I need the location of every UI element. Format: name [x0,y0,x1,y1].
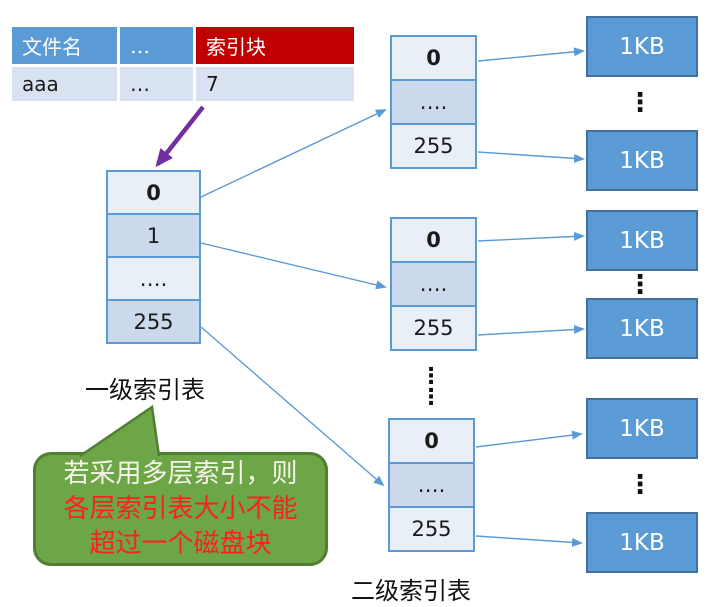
file-table-cell-dots: … [120,67,193,101]
callout-note: 若采用多层索引，则 各层索引表大小不能 超过一个磁盘块 [33,452,328,566]
arrow-table3-0-to-block5 [475,430,583,448]
disk-block-1kb-5: 1KB [586,398,698,459]
level1-cell-dots: …. [108,256,199,299]
level2-table-label: 二级索引表 [351,577,471,605]
level1-cell-0: 0 [108,172,199,213]
disk-block-1kb-3: 1KB [586,210,698,271]
file-table-header-filename: 文件名 [12,27,117,64]
vertical-ellipsis-tables: ⋮ ⋮ [420,364,442,410]
vertical-ellipsis-blocks-2: ⋮ [627,270,653,300]
level2-t1-cell-0: 0 [392,37,475,79]
level2-t1-cell-dots: …. [392,79,475,123]
level2-index-table-2: 0 …. 255 [390,217,477,351]
level2-index-table-3: 0 …. 255 [388,418,475,552]
level1-table-label: 一级索引表 [85,376,205,404]
level2-t2-cell-dots: …. [392,261,475,305]
level2-t3-cell-dots: …. [390,462,473,506]
disk-block-1kb-1: 1KB [586,16,698,77]
level2-index-table-1: 0 …. 255 [390,35,477,169]
level2-t2-cell-0: 0 [392,219,475,261]
disk-block-1kb-4: 1KB [586,298,698,359]
file-directory-table: 文件名 … 索引块 aaa … 7 [12,27,354,101]
level1-cell-1: 1 [108,213,199,256]
arrow-table1-255-to-block2 [477,151,585,163]
arrow-level1-0-to-table1 [200,109,387,198]
level2-t3-cell-0: 0 [390,420,473,462]
level2-t2-cell-255: 255 [392,305,475,349]
callout-line-3: 超过一个磁盘块 [89,528,272,559]
file-table-cell-filename: aaa [12,67,117,101]
callout-tail [79,404,161,458]
file-table-header-dots: … [120,27,193,64]
vertical-ellipsis-blocks-1: ⋮ [627,88,653,118]
arrow-table3-255-to-block6 [475,535,583,547]
arrow-table2-255-to-block4 [477,325,585,336]
level1-cell-255: 255 [108,299,199,342]
callout-line-1: 若采用多层索引，则 [63,458,298,489]
callout-line-2: 各层索引表大小不能 [63,493,298,524]
arrow-table2-0-to-block3 [477,231,585,242]
level1-index-table: 0 1 …. 255 [106,170,201,344]
arrow-indexblock-to-level1 [155,105,205,168]
disk-block-1kb-2: 1KB [586,130,698,191]
vertical-ellipsis-blocks-3: ⋮ [627,470,653,500]
file-table-cell-indexblock: 7 [196,67,354,101]
file-table-header-indexblock: 索引块 [196,27,354,64]
disk-block-1kb-6: 1KB [586,512,698,573]
level2-t3-cell-255: 255 [390,506,473,550]
arrow-table1-0-to-block1 [477,47,585,62]
level2-t1-cell-255: 255 [392,123,475,167]
arrow-level1-1-to-table2 [200,242,387,290]
